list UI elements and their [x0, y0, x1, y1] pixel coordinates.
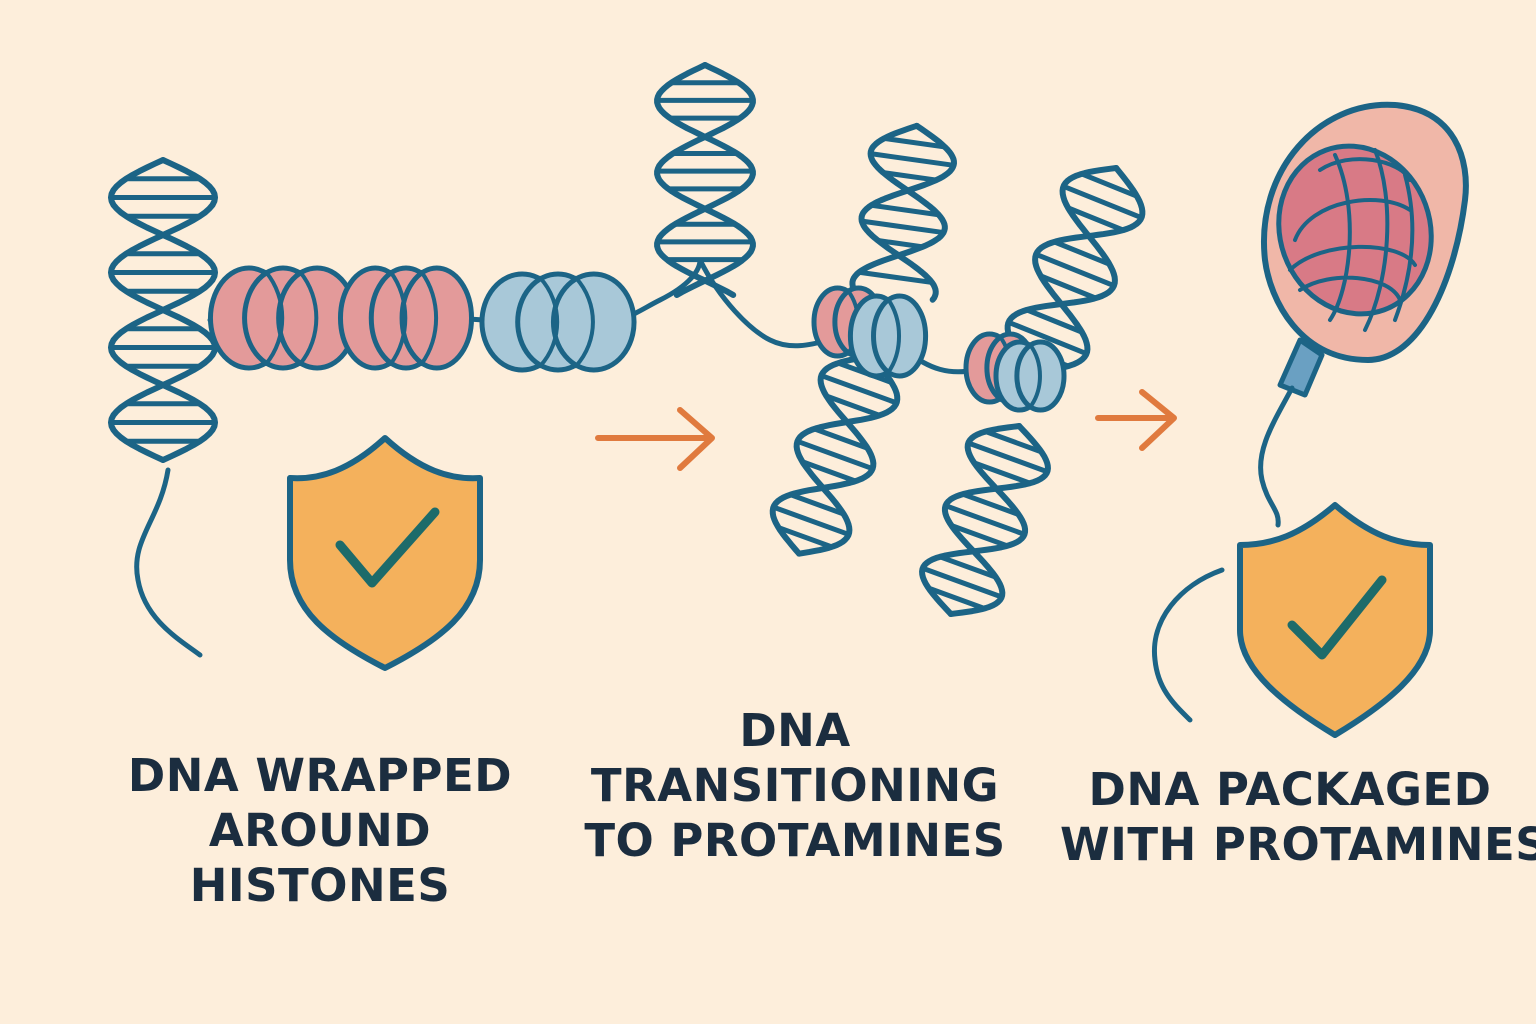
shield-check-icon [287, 435, 483, 671]
histone-nucleosome [479, 271, 637, 373]
base-pair-rung [881, 135, 948, 150]
dna-backbone [654, 62, 756, 298]
arrow-right-icon [1095, 389, 1177, 451]
base-pair-rung [818, 373, 900, 406]
caption-line: DNA [739, 704, 851, 757]
base-pair-rung [856, 269, 935, 285]
base-pair-rung [926, 585, 987, 611]
dna-backbone [1030, 165, 1146, 375]
dna-helix [849, 122, 957, 303]
dna-backbone [941, 423, 1051, 617]
base-pair-rung [775, 525, 835, 550]
stage-2-caption: DNA TRANSITIONING TO PROTAMINES [545, 703, 1045, 868]
base-pair-rung [770, 504, 852, 537]
base-pair-rung [794, 438, 876, 472]
stage-2-transition-dna [654, 62, 1146, 617]
dna-tail [1151, 567, 1225, 723]
base-pair-rung [859, 218, 946, 236]
dna-wrap [263, 270, 285, 366]
protamine-bead [847, 293, 929, 379]
base-pair-rung [868, 151, 957, 168]
base-pair-rung [983, 429, 1044, 455]
histone-nucleosome [207, 265, 359, 371]
dna-wrap [388, 270, 408, 366]
caption-line: AROUND [208, 804, 432, 857]
base-pair-rung [1006, 319, 1089, 357]
base-pair-rung [937, 554, 999, 580]
arrow-right-icon [595, 407, 715, 471]
dna-backbone [849, 122, 948, 292]
dna-wrap [298, 270, 319, 366]
base-pair-rung [868, 202, 942, 218]
stage-1-caption: DNA WRAPPED AROUND HISTONES [80, 748, 560, 913]
dna-backbone [108, 157, 218, 463]
base-pair-rung [971, 460, 1033, 486]
base-pair-rung [1061, 183, 1144, 221]
stage-3-caption: DNA PACKAGED WITH PROTAMINES [1060, 762, 1536, 872]
dna-wrap [419, 270, 438, 366]
caption-line: DNA PACKAGED [1088, 763, 1492, 816]
caption-line: HISTONES [189, 859, 451, 912]
base-pair-rung [811, 426, 871, 451]
base-pair-rung [799, 459, 859, 484]
caption-line: TRANSITIONING [590, 759, 1000, 812]
protamine-bead [993, 339, 1067, 413]
base-pair-rung [948, 523, 1010, 549]
base-pair-rung [960, 491, 1022, 517]
dna-backbone [919, 423, 1029, 617]
dna-helix [654, 62, 756, 298]
dna-backbone [1004, 165, 1120, 375]
base-pair-rung [787, 492, 847, 517]
dna-backbone [654, 62, 756, 298]
base-pair-rung [1038, 273, 1099, 301]
dna-backbone [793, 353, 901, 557]
base-pair-rung [823, 393, 883, 418]
stage-1-histone-dna [108, 157, 703, 671]
dna-helix [769, 353, 901, 557]
stage-3-packaged-dna [1151, 101, 1469, 738]
dna-helix [919, 423, 1051, 617]
base-pair-rung [920, 565, 1005, 600]
sperm-cell-icon [1258, 101, 1469, 528]
base-pair-rung [1065, 205, 1126, 233]
caption-line: DNA WRAPPED [127, 749, 513, 802]
dna-helix [108, 157, 218, 463]
dna-wrap [573, 275, 595, 369]
histone-nucleosome [337, 265, 475, 371]
base-pair-rung [1024, 307, 1085, 335]
base-pair-rung [943, 503, 1027, 537]
base-pair-rung [1033, 251, 1117, 289]
dna-backbone [858, 122, 957, 303]
shield-check-icon [1237, 502, 1433, 738]
caption-line: WITH PROTAMINES [1060, 818, 1536, 871]
dna-backbone [769, 353, 877, 557]
caption-line: TO PROTAMINES [584, 814, 1006, 867]
base-pair-rung [875, 238, 926, 250]
dna-tail [134, 467, 203, 658]
histone-disc [1014, 339, 1067, 413]
dna-wrap [886, 297, 902, 375]
base-pair-rung [1079, 171, 1140, 199]
base-pair-rung [880, 170, 939, 183]
base-pair-rung [965, 440, 1050, 475]
dna-wrap [538, 275, 560, 369]
base-pair-rung [1051, 239, 1112, 267]
